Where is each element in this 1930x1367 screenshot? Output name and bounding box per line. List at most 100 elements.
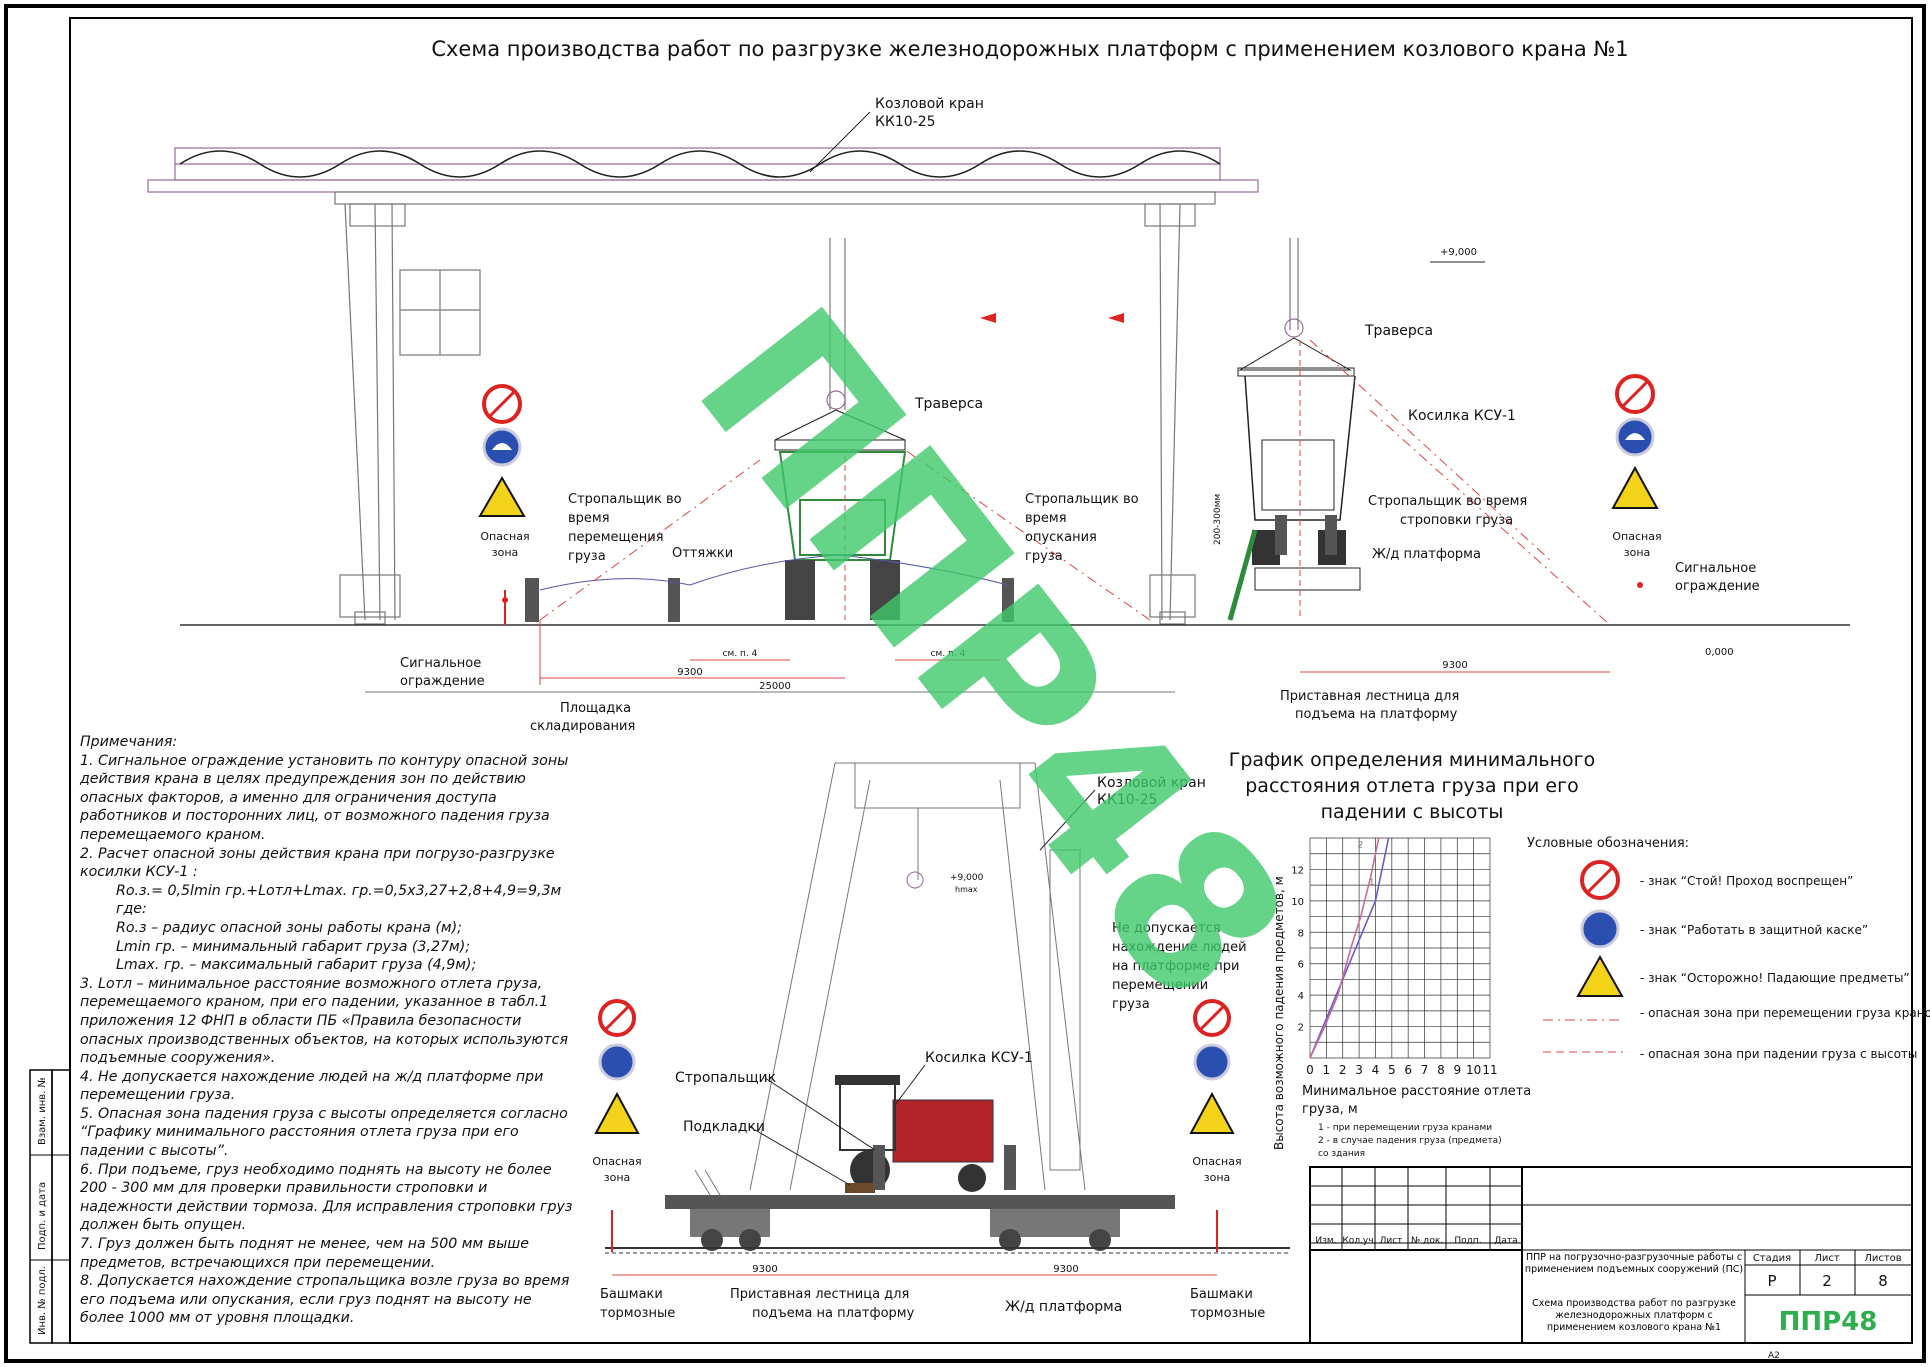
label-slinger-move: время [568,511,610,526]
dim-9300-left: 9300 [677,667,702,678]
note-item: 5. Опасная зона падения груза с высоты о… [80,1105,568,1160]
elev-top: +9,000 [1440,247,1477,258]
label-pull-ropes: Оттяжки [672,546,733,561]
x-tick-label: 3 [1355,1063,1363,1077]
note-formula: Rо.з – радиус опасной зоны работы крана … [116,919,462,936]
page-title: Схема производства работ по разгрузке же… [431,37,1628,61]
tb-sheets: 8 [1878,1272,1888,1290]
gantry-crane-side: +9,000 hmax [749,762,1086,1191]
legend-item: - знак “Работать в защитной каске” [1640,923,1868,937]
legend-item: - опасная зона при падении груза с высот… [1640,1047,1917,1061]
labels-top: Козловой кран КК10-25 Траверса Траверса … [400,96,1760,734]
lift-gap: 200-300мм [1213,494,1223,545]
graph-grid [1309,837,1491,1059]
label-slinger-lower: Стропальщик во [1025,492,1139,507]
note-item: 4. Не допускается нахождение людей на ж/… [80,1068,544,1104]
dim-25000: 25000 [759,681,791,692]
legend-item: - опасная зона при перемещении груза кра… [1640,1006,1930,1020]
tb-col: № док. [1411,1236,1443,1246]
y-tick-label: 4 [1298,991,1304,1002]
gantry-crane-front [147,147,1304,625]
label-no-people: перемещении [1112,978,1208,993]
tb-col: Лист [1380,1236,1403,1246]
label-rail-platform: Ж/д платформа [1005,1299,1122,1315]
label-signal-fence: Сигнальное [1675,561,1756,576]
label-pads: Подкладки [683,1119,765,1135]
y-tick-label: 12 [1291,865,1304,876]
label-no-people: Не допускается [1112,921,1221,936]
label-ladder: Приставная лестница для [730,1287,909,1302]
y-tick-label: 10 [1291,897,1304,908]
tb-col: Подп. [1454,1236,1481,1246]
legend-item: - знак “Осторожно! Падающие предметы” [1640,971,1910,985]
label-traverse: Траверса [914,396,983,412]
x-tick-label: 1 [1323,1063,1331,1077]
label-crane: Козловой кран [1097,775,1206,791]
label-signal-fence: ограждение [400,674,485,689]
danger-zone-lines-top [539,339,1611,626]
label-traverse: Траверса [1364,323,1433,339]
notes-heading: Примечания: [80,734,178,750]
y-tick-label: 8 [1298,928,1304,939]
fence-marker-right [1637,582,1643,588]
tb-sheets-h: Листов [1864,1253,1901,1264]
labels-bottom: Козловой кран КК10-25 Не допускается нах… [592,775,1265,1321]
safety-signs-bottom-left [594,999,640,1134]
label-brake-shoes: тормозные [600,1306,675,1321]
label-crane: КК10-25 [1097,792,1158,808]
label-ladder: подъема на платформу [1295,707,1458,722]
label-storage: Площадка [560,701,631,716]
label-slinger-move: груза [568,549,606,564]
legend-heading: Условные обозначения: [1527,836,1689,851]
note-item: 6. При подъеме, груз необходимо поднять … [80,1161,573,1234]
label-mower: Косилка КСУ-1 [925,1050,1033,1066]
note-item: 2. Расчет опасной зоны действия крана пр… [80,845,555,881]
hard-hat-icon [1580,909,1620,949]
tb-format: А2 [1768,1351,1780,1361]
label-slinger: Стропальщик [675,1070,776,1086]
hmax: hmax [955,885,978,894]
x-tick-label: 6 [1404,1063,1412,1077]
elev-zero: 0,000 [1705,647,1734,658]
x-tick-label: 11 [1482,1063,1497,1077]
label-crane: КК10-25 [875,114,936,130]
y-tick-label: 2 [1298,1023,1304,1034]
legend-item: - знак “Стой! Проход воспрещен” [1640,874,1853,888]
series-line-1 [1309,837,1390,1059]
graph-title: падении с высоты [1321,801,1504,823]
x-tick-label: 7 [1421,1063,1429,1077]
label-slinger-sling: строповки груза [1400,513,1513,528]
x-tick-label: 4 [1372,1063,1380,1077]
stamp-label: Подп. и дата [37,1182,48,1250]
hard-hat-icon [598,1043,636,1081]
label-signal-fence: Сигнальное [400,656,481,671]
label-signal-fence: ограждение [1675,579,1760,594]
label-slinger-lower: опускания [1025,530,1097,545]
label-no-people: груза [1112,997,1150,1012]
dim-9300: 9300 [752,1264,777,1275]
falling-objects-icon [1189,1091,1235,1134]
tb-col: Изм. [1315,1236,1336,1246]
falling-objects-icon [1611,465,1659,509]
label-ladder: подъема на платформу [752,1306,915,1321]
x-tick-label: 8 [1437,1063,1445,1077]
tb-stage: Р [1767,1272,1776,1290]
label-slinger-lower: груза [1025,549,1063,564]
graph-xlabel: груза, м [1302,1102,1358,1117]
x-tick-label: 0 [1306,1063,1314,1077]
label-danger-zone: зона [1624,546,1651,559]
label-storage: складирования [530,719,635,734]
graph-series: 12 [1309,837,1390,1059]
mower-load-right [1227,337,1361,621]
x-tick-label: 9 [1453,1063,1461,1077]
hard-hat-icon [1193,1043,1231,1081]
label-rail-platform: Ж/д платформа [1372,547,1481,562]
graph-title: расстояния отлета груза при его [1245,775,1578,797]
label-brake-shoes: Башмаки [600,1287,663,1302]
label-no-people: нахождение людей [1112,940,1247,955]
graph-curve-legend: 1 - при перемещении груза кранами [1318,1123,1492,1133]
label-danger-zone: зона [604,1171,631,1184]
note-formula: Lmax. гр. – максимальный габарит груза (… [116,957,477,974]
label-slinger-move: Стропальщик во [568,492,682,507]
